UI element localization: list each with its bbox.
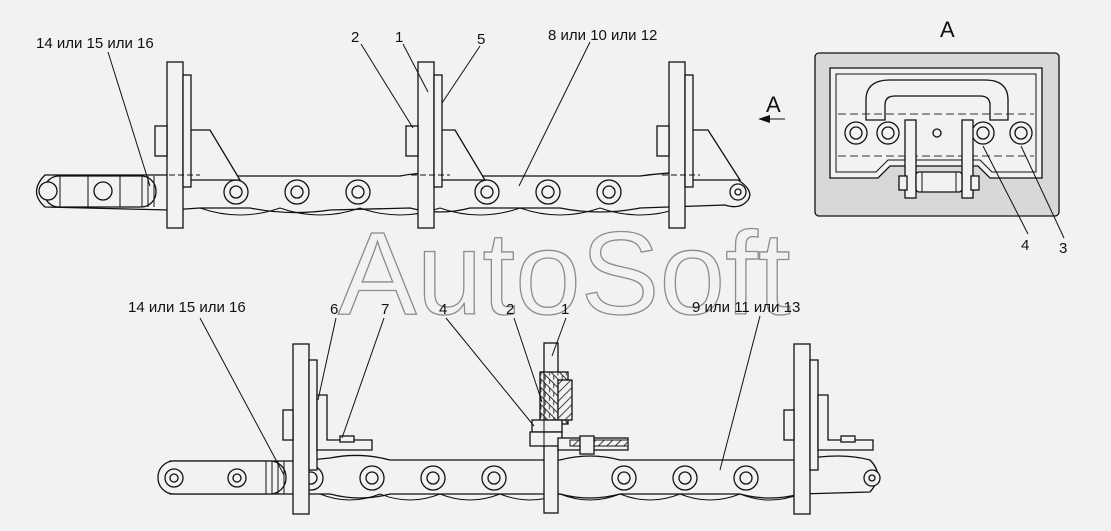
detail-view-a: A 4 3 [814,17,1067,257]
top-chain-rollers [223,179,747,205]
label-bottom-variant-chain: 9 или 11 или 13 [692,299,800,316]
watermark-text: AutoSoft [338,208,791,340]
label-top-part-5: 5 [477,31,485,48]
label-detail-part-4: 4 [1021,237,1029,254]
label-top-variant-chain: 8 или 10 или 12 [548,27,657,44]
label-top-part-2: 2 [351,29,359,46]
bottom-leader-lines [199,315,761,476]
label-top-part-1: 1 [395,29,403,46]
label-detail-part-3: 3 [1059,240,1067,257]
label-bottom-part-2: 2 [506,301,514,318]
view-arrow-label: A [766,92,781,117]
label-bottom-variant-left: 14 или 15 или 16 [128,299,246,316]
label-bottom-part-1: 1 [561,301,569,318]
bottom-scraper-plates [282,343,819,515]
bottom-chain-assembly [157,342,881,515]
bottom-chain-rollers [298,465,881,491]
label-bottom-part-7: 7 [381,301,389,318]
section-cut [529,342,629,514]
label-top-variant-left: 14 или 15 или 16 [36,35,154,52]
label-bottom-part-4: 4 [439,301,447,318]
top-scraper-plates [154,61,694,229]
label-bottom-part-6: 6 [330,301,338,318]
view-title: A [940,17,955,42]
view-arrow: A [758,92,785,123]
top-leader-lines [107,41,591,187]
top-chain-assembly [35,61,751,229]
